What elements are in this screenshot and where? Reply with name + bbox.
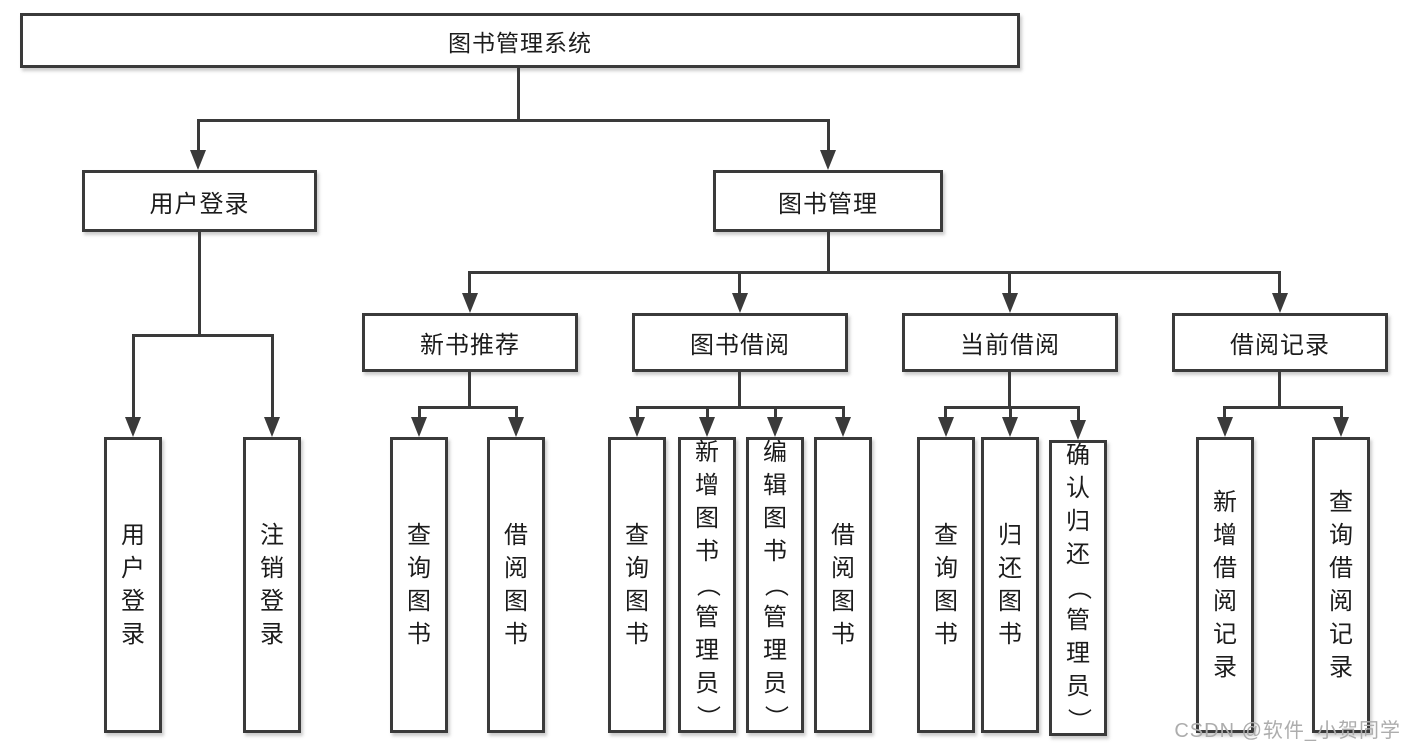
node-label: 确认归还（管理员） (1065, 442, 1092, 733)
connector-drop-br-query (1340, 406, 1343, 418)
connector-nbr-trunk (468, 372, 471, 408)
node-user-login: 用户登录 (82, 170, 317, 232)
connector-br-trunk (1278, 372, 1281, 408)
connector-drop-nbr-borrow (515, 406, 518, 418)
connector-drop-leaf-user-login (132, 334, 135, 418)
node-new-book-recommendation: 新书推荐 (362, 313, 578, 372)
csdn-watermark: CSDN @软件_小贺同学 (1174, 720, 1401, 742)
arrowhead-cb-confirm (1070, 420, 1086, 440)
node-book-borrowing: 图书借阅 (632, 313, 848, 372)
connector-level3-branch (469, 271, 1281, 274)
node-label: 新书推荐 (420, 332, 520, 359)
leaf-bb-add-books-admin: 新增图书（管理员） (678, 437, 736, 733)
connector-cb-trunk (1008, 372, 1011, 408)
connector-drop-book-mgmt (827, 119, 830, 151)
connector-drop-leaf-logout (271, 334, 274, 418)
connector-drop-nbr-query (418, 406, 421, 418)
arrowhead-borrow-records (1272, 293, 1288, 313)
arrowhead-bb-edit (767, 417, 783, 437)
node-label: 图书借阅 (690, 332, 790, 359)
arrowhead-book-mgmt (820, 150, 836, 170)
arrowhead-bb-borrow (835, 417, 851, 437)
leaf-cb-confirm-return-admin: 确认归还（管理员） (1049, 440, 1107, 736)
leaf-user-login: 用户登录 (104, 437, 162, 733)
connector-br-branch (1225, 406, 1342, 409)
node-library-management-system: 图书管理系统 (20, 13, 1020, 68)
connector-drop-br-add (1223, 406, 1226, 418)
node-label: 查询借阅记录 (1329, 488, 1353, 681)
node-book-management: 图书管理 (713, 170, 943, 232)
node-borrowing-records: 借阅记录 (1172, 313, 1388, 372)
node-label: 查询图书 (625, 521, 649, 648)
connector-root-trunk (517, 68, 520, 121)
node-current-borrowing: 当前借阅 (902, 313, 1118, 372)
node-label: 用户登录 (149, 190, 250, 218)
arrowhead-nbr-query (411, 417, 427, 437)
connector-book-mgmt-trunk (827, 232, 830, 273)
node-label: 当前借阅 (960, 332, 1060, 359)
arrowhead-cb-query (938, 417, 954, 437)
leaf-cb-query-books: 查询图书 (917, 437, 975, 733)
arrowhead-br-query (1333, 417, 1349, 437)
connector-drop-cb-return (1009, 406, 1012, 418)
node-label: 用户登录 (121, 521, 145, 648)
connector-bb-branch (637, 406, 844, 409)
arrowhead-leaf-user-login (125, 417, 141, 437)
node-label: 查询图书 (407, 521, 431, 648)
connector-drop-current-borrow (1008, 271, 1011, 295)
leaf-bb-edit-books-admin: 编辑图书（管理员） (746, 437, 804, 733)
connector-drop-cb-query (944, 406, 947, 418)
node-label: 查询图书 (934, 521, 958, 648)
connector-drop-user-login (197, 119, 200, 151)
node-label: 借阅图书 (831, 521, 855, 648)
connector-drop-cb-confirm (1077, 406, 1080, 421)
connector-drop-bb-add (706, 406, 709, 418)
connector-drop-new-book-rec (468, 271, 471, 295)
leaf-nbr-query-books: 查询图书 (390, 437, 448, 733)
arrowhead-current-borrow (1002, 293, 1018, 313)
arrowhead-user-login (190, 150, 206, 170)
leaf-br-query-record: 查询借阅记录 (1312, 437, 1370, 733)
connector-cb-branch (946, 406, 1079, 409)
leaf-br-add-record: 新增借阅记录 (1196, 437, 1254, 733)
node-label: 图书管理 (778, 190, 878, 218)
connector-drop-bb-edit (774, 406, 777, 418)
arrowhead-nbr-borrow (508, 417, 524, 437)
arrowhead-cb-return (1002, 417, 1018, 437)
connector-drop-borrow-records (1278, 271, 1281, 295)
connector-user-login-trunk (198, 232, 201, 336)
leaf-bb-borrow-books: 借阅图书 (814, 437, 872, 733)
arrowhead-new-book-rec (462, 293, 478, 313)
connector-drop-bb-query (636, 406, 639, 418)
connector-nbr-branch (419, 406, 517, 409)
node-label: 图书管理系统 (448, 29, 592, 56)
arrowhead-bb-query (629, 417, 645, 437)
node-label: 注销登录 (260, 521, 284, 648)
arrowhead-book-borrow (732, 293, 748, 313)
leaf-nbr-borrow-books: 借阅图书 (487, 437, 545, 733)
node-label: 借阅记录 (1230, 332, 1330, 359)
node-label: 新增图书（管理员） (694, 439, 721, 730)
connector-user-login-branch (132, 334, 274, 337)
connector-drop-bb-borrow (842, 406, 845, 418)
arrowhead-br-add (1217, 417, 1233, 437)
node-label: 借阅图书 (504, 521, 528, 648)
connector-drop-book-borrow (738, 271, 741, 295)
node-label: 编辑图书（管理员） (762, 439, 789, 730)
leaf-bb-query-books: 查询图书 (608, 437, 666, 733)
connector-level2-branch (198, 119, 830, 122)
arrowhead-leaf-logout (264, 417, 280, 437)
node-label: 归还图书 (998, 521, 1022, 648)
leaf-logout: 注销登录 (243, 437, 301, 733)
connector-bb-trunk (738, 372, 741, 408)
leaf-cb-return-books: 归还图书 (981, 437, 1039, 733)
node-label: 新增借阅记录 (1213, 488, 1237, 681)
arrowhead-bb-add (699, 417, 715, 437)
